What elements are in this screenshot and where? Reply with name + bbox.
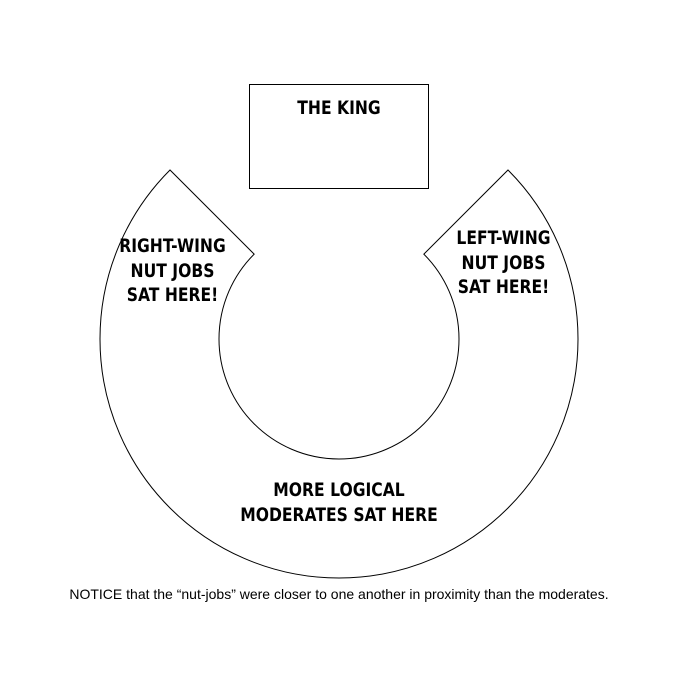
right-wing-label: RIGHT-WING NUT JOBS SAT HERE! [117,234,228,308]
footnote: NOTICE that the “nut-jobs” were closer t… [69,586,609,602]
king-label: THE KING [266,96,412,121]
left-wing-label-line-3: SAT HERE! [457,276,550,299]
moderates-label: MORE LOGICAL MODERATES SAT HERE [225,478,453,527]
left-wing-label-line-2: NUT JOBS [461,251,546,274]
moderates-label-line-2: MODERATES SAT HERE [240,503,438,526]
left-wing-label-line-1: LEFT-WING [456,227,551,249]
seating-horseshoe [99,169,579,579]
right-wing-label-line-2: NUT JOBS [130,259,215,282]
king-box [249,84,429,189]
right-wing-label-line-3: SAT HERE! [126,284,219,307]
king-label-line: THE KING [297,97,381,119]
left-wing-label: LEFT-WING NUT JOBS SAT HERE! [448,226,559,300]
moderates-label-line-1: MORE LOGICAL [273,479,405,501]
right-wing-label-line-1: RIGHT-WING [119,235,226,257]
